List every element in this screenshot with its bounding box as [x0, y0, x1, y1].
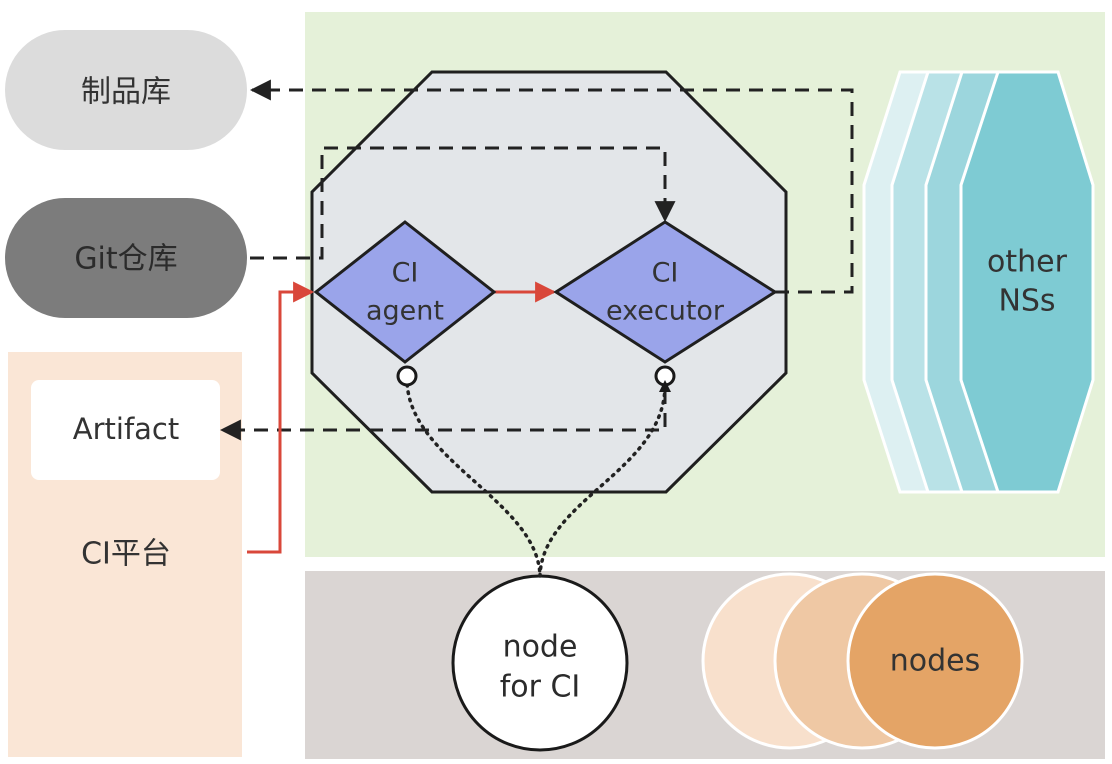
- agent-node-link: [405, 375, 542, 578]
- artifact-repo-box: 制品库: [5, 30, 247, 150]
- executor-port-arrowhead: [659, 380, 671, 392]
- git-repo-box: Git仓库: [5, 198, 247, 318]
- agent-port-circle: [396, 365, 418, 387]
- other-namespaces-label-line1: other: [987, 245, 1068, 280]
- artifact-report-connector: [219, 390, 667, 441]
- ci-node-label-line1: node: [503, 630, 578, 665]
- executor-node-link: [538, 382, 667, 578]
- ci-executor-label-line2: executor: [606, 296, 725, 327]
- other-namespaces-label-line2: NSs: [998, 284, 1055, 319]
- git-repo-label: Git仓库: [74, 242, 177, 277]
- ci-agent-label-line2: agent: [366, 296, 444, 327]
- nodes-label: nodes: [890, 644, 981, 679]
- ci-agent-diamond: CI agent: [313, 220, 497, 364]
- ci-agent-label-line1: CI: [392, 258, 419, 289]
- artifact-card-label: Artifact: [73, 412, 179, 446]
- ci-executor-label-line1: CI: [652, 258, 679, 289]
- nodes-cluster: nodes: [701, 572, 1024, 750]
- platform-trigger-arrow: [247, 281, 315, 554]
- other-namespaces-stack: other NSs: [862, 70, 1095, 494]
- upload-to-artifact-repo-connector: [249, 79, 854, 294]
- ci-platform-label: CI平台: [81, 537, 171, 572]
- ci-node-circle: node for CI: [451, 574, 629, 752]
- ci-executor-diamond: CI executor: [553, 220, 778, 364]
- artifact-card: Artifact: [31, 380, 220, 480]
- git-checkout-connector: [250, 146, 676, 260]
- artifact-repo-label: 制品库: [81, 75, 171, 110]
- ci-node-label-line2: for CI: [500, 670, 581, 705]
